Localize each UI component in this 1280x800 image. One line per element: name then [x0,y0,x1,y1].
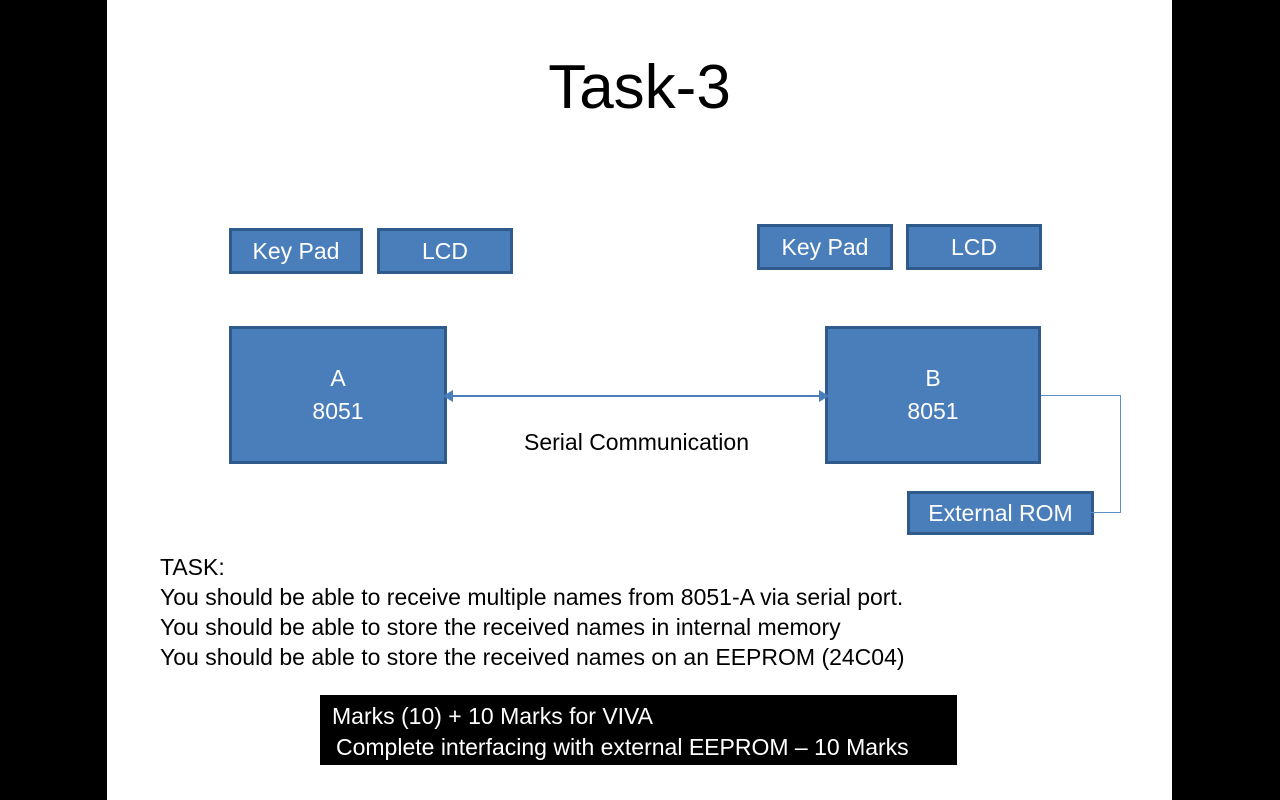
task-line-2: You should be able to store the received… [160,614,841,640]
task-line-3: You should be able to store the received… [160,644,905,670]
rom-connector-segment-bottom [1091,512,1121,513]
box-lcd-left[interactable]: LCD [377,228,513,274]
task-line-1: You should be able to receive multiple n… [160,584,904,610]
box-keypad-left[interactable]: Key Pad [229,228,363,274]
serial-arrowhead-right-icon [819,390,829,402]
marks-line-2: Complete interfacing with external EEPRO… [336,734,909,760]
task-heading: TASK: [160,554,225,580]
box-keypad-right[interactable]: Key Pad [757,224,893,270]
box-mcu-b[interactable]: B 8051 [825,326,1041,464]
marks-line-1: Marks (10) + 10 Marks for VIVA [332,703,654,729]
rom-connector-segment-vertical [1120,395,1121,513]
letterbox-bar-right [1172,0,1280,800]
serial-communication-label: Serial Communication [524,429,749,455]
serial-connector-line [448,395,825,397]
task-description-block: TASK: You should be able to receive mult… [160,552,1120,672]
rom-connector-segment-top [1041,395,1121,396]
page-title: Task-3 [548,53,731,122]
box-external-rom[interactable]: External ROM [907,491,1094,535]
slide-canvas: Task-3 Key Pad LCD A 8051 Key Pad LCD B … [107,0,1172,800]
box-lcd-right[interactable]: LCD [906,224,1042,270]
marks-banner: Marks (10) + 10 Marks for VIVA Complete … [320,695,957,765]
letterbox-bar-left [0,0,107,800]
box-mcu-a[interactable]: A 8051 [229,326,447,464]
